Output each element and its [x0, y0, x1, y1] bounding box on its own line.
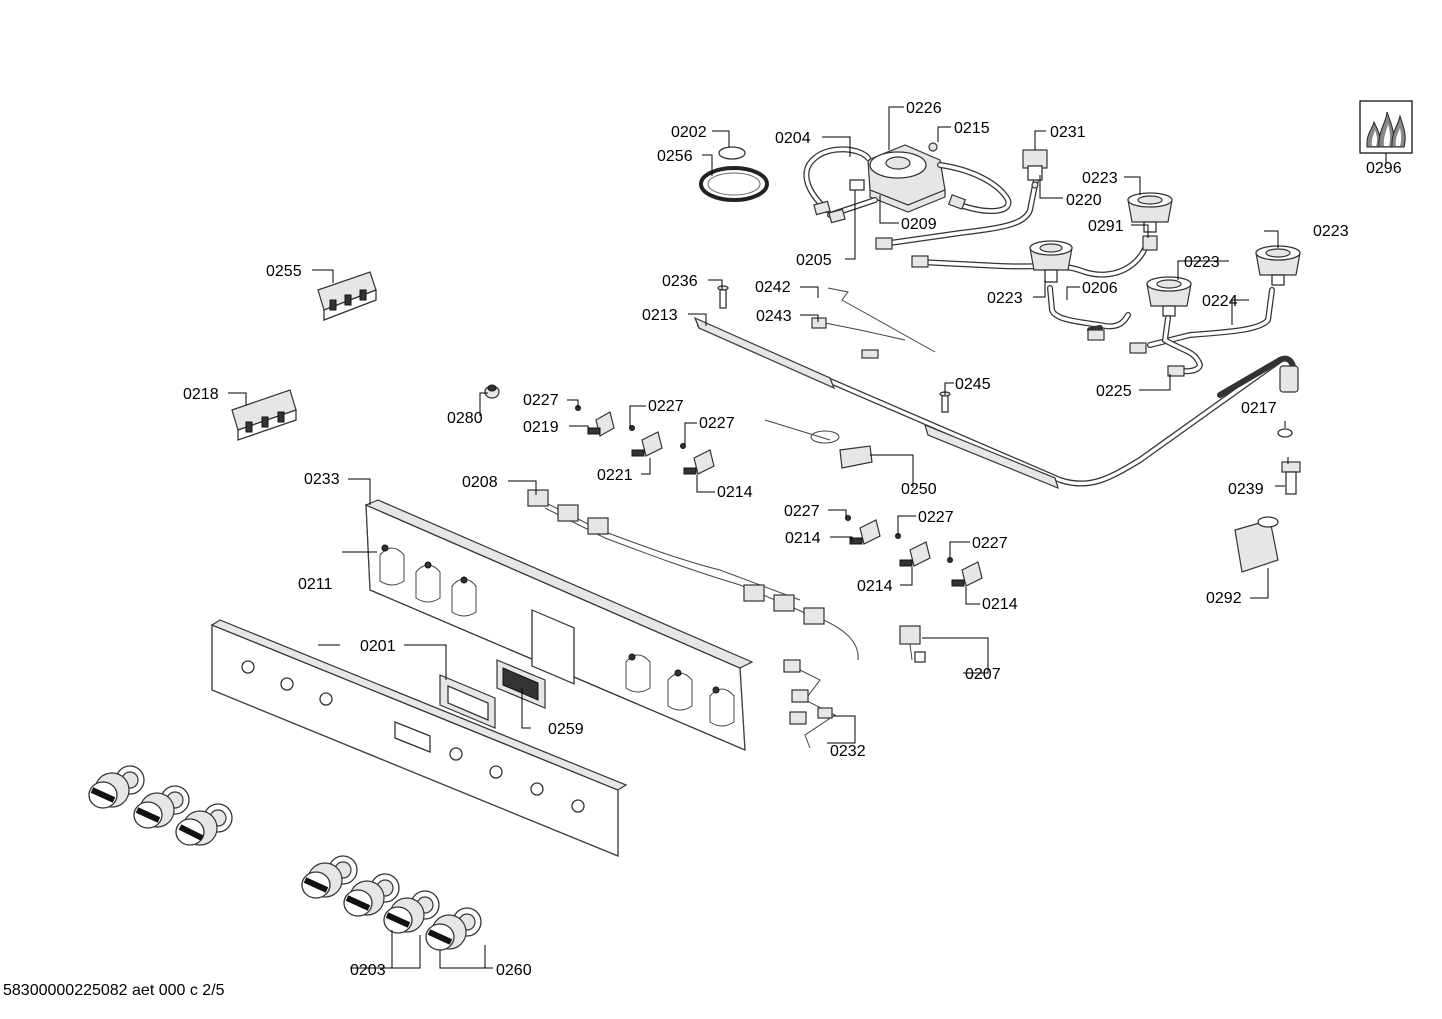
control-knob-group	[88, 765, 482, 951]
label-0214: 0214	[857, 578, 893, 595]
label-0209: 0209	[901, 216, 937, 233]
label-0204: 0204	[775, 130, 811, 147]
burner-cup-part	[1029, 240, 1073, 283]
label-0243: 0243	[756, 308, 792, 325]
label-0291: 0291	[1088, 218, 1124, 235]
burner-cup-part	[1146, 276, 1192, 317]
label-0211: 0211	[298, 576, 333, 593]
label-0226: 0226	[906, 100, 942, 117]
label-0214: 0214	[785, 530, 821, 547]
burner-cup-part	[1255, 245, 1301, 286]
label-0256: 0256	[657, 148, 693, 165]
label-0207: 0207	[965, 666, 1001, 683]
label-0227: 0227	[648, 398, 684, 415]
label-0217: 0217	[1241, 400, 1277, 417]
label-0236: 0236	[662, 273, 698, 290]
label-0231: 0231	[1050, 124, 1086, 141]
wiring-harness-0232	[783, 659, 836, 749]
switch-0214	[947, 557, 983, 587]
fitting-0239	[1281, 461, 1301, 495]
label-0227: 0227	[784, 503, 820, 520]
label-0292: 0292	[1206, 590, 1242, 607]
rail-0213	[693, 316, 1059, 490]
label-0223: 0223	[1082, 170, 1118, 187]
terminal-block-0218	[231, 389, 297, 441]
label-0239: 0239	[1228, 481, 1264, 498]
tube-0242	[827, 287, 936, 353]
drawing-reference-footer: 58300000225082 aet 000 c 2/5	[3, 982, 225, 999]
label-0233: 0233	[304, 471, 340, 488]
switch-0214	[680, 443, 715, 475]
sensor-0250	[839, 445, 873, 469]
label-0227: 0227	[918, 509, 954, 526]
label-0227: 0227	[972, 535, 1008, 552]
label-0206: 0206	[1082, 280, 1118, 297]
switch-0214	[895, 533, 931, 567]
washer-0217	[1277, 428, 1293, 438]
label-0221: 0221	[597, 467, 633, 484]
seal-ring-part	[699, 146, 769, 202]
label-0259: 0259	[548, 721, 584, 738]
label-0203: 0203	[350, 962, 386, 979]
terminal-block-0255	[317, 271, 377, 321]
thermo-valve-part	[1022, 149, 1048, 189]
burner-cup-part	[1127, 192, 1173, 233]
label-0214: 0214	[717, 484, 753, 501]
label-0296: 0296	[1366, 160, 1402, 177]
wiring-harness-0208	[527, 489, 859, 661]
label-0215: 0215	[954, 120, 990, 137]
label-0220: 0220	[1066, 192, 1102, 209]
label-0227: 0227	[523, 392, 559, 409]
label-0223: 0223	[1313, 223, 1349, 240]
screw-part	[717, 285, 729, 309]
connector-0207	[899, 625, 926, 663]
front-fascia-0201	[210, 619, 628, 857]
switch-0219	[575, 405, 615, 437]
label-0224: 0224	[1202, 293, 1238, 310]
gas-valve-0292	[1234, 516, 1279, 573]
label-0202: 0202	[671, 124, 707, 141]
leader-lines	[228, 106, 1387, 969]
switch-0214	[845, 515, 881, 545]
label-0208: 0208	[462, 474, 498, 491]
back-panel-0233	[364, 499, 754, 752]
cap-0280	[484, 384, 500, 399]
label-0219: 0219	[523, 419, 559, 436]
label-0260: 0260	[496, 962, 532, 979]
label-0213: 0213	[642, 307, 678, 324]
label-0214: 0214	[982, 596, 1018, 613]
label-0223: 0223	[987, 290, 1023, 307]
label-0225: 0225	[1096, 383, 1132, 400]
label-0280: 0280	[447, 410, 483, 427]
switch-0221	[629, 425, 663, 457]
label-0205: 0205	[796, 252, 832, 269]
label-0250: 0250	[901, 481, 937, 498]
label-0227: 0227	[699, 415, 735, 432]
display-module-0259	[496, 659, 546, 709]
label-0232: 0232	[830, 743, 866, 760]
label-0201: 0201	[360, 638, 396, 655]
valve-assembly-part	[849, 142, 946, 213]
label-0242: 0242	[755, 279, 791, 296]
pipe-fittings-0209	[813, 194, 967, 224]
flame-symbol-icon	[1359, 100, 1413, 154]
label-0255: 0255	[266, 263, 302, 280]
label-0223: 0223	[1184, 254, 1220, 271]
label-0218: 0218	[183, 386, 219, 403]
label-0245: 0245	[955, 376, 991, 393]
